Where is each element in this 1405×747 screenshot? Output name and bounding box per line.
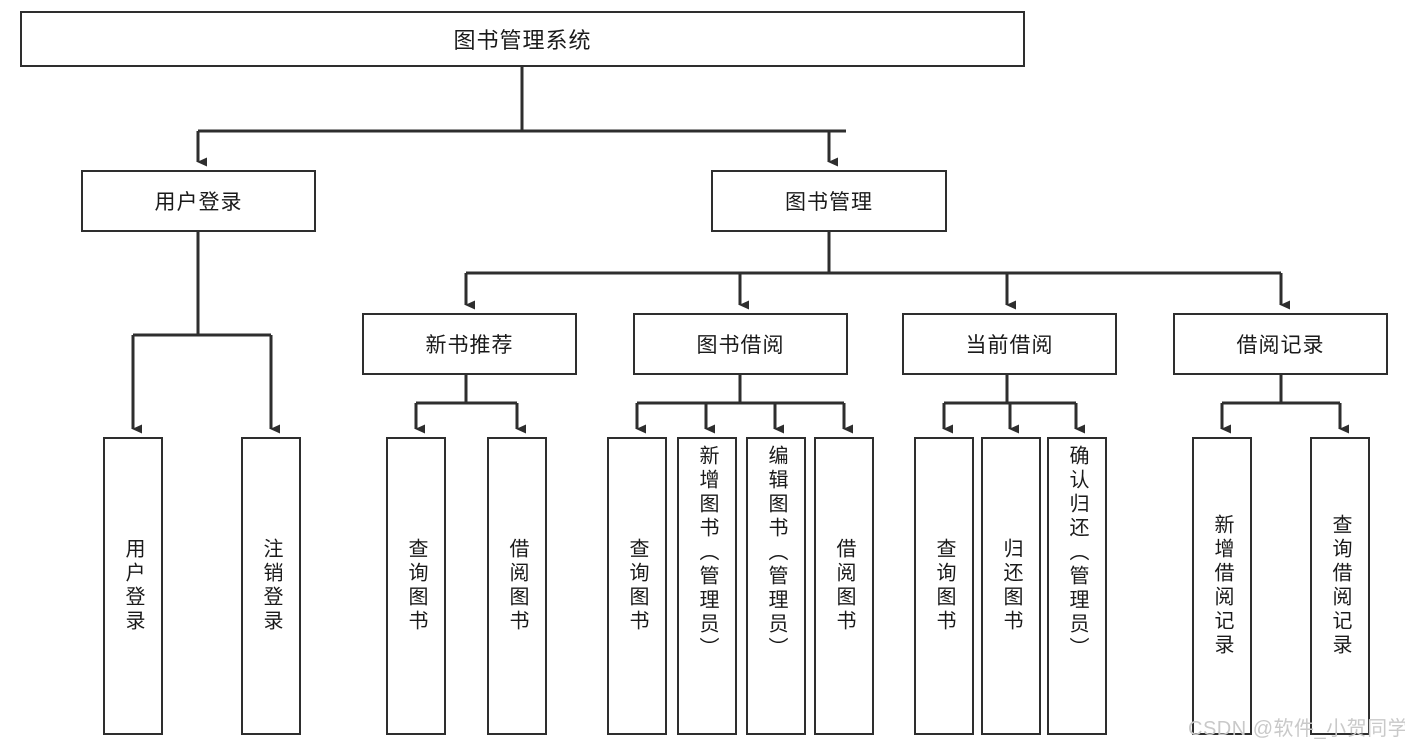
node-label: 查询图书 [933, 538, 955, 634]
node-label: 借阅图书 [506, 538, 528, 634]
leaf-book-borrow-query-book[interactable]: 查询图书 [607, 437, 667, 735]
node-label: 查询图书 [626, 538, 648, 634]
node-book-borrow[interactable]: 图书借阅 [633, 313, 848, 375]
csdn-watermark: CSDN @软件_小贺同学 [1188, 718, 1405, 740]
node-label: 用户登录 [122, 538, 144, 634]
node-label: 新增借阅记录 [1211, 514, 1233, 658]
node-label: 查询借阅记录 [1329, 514, 1351, 658]
node-label: 借阅图书 [833, 538, 855, 634]
node-label: 注销登录 [260, 538, 282, 634]
leaf-new-book-borrow-book[interactable]: 借阅图书 [487, 437, 547, 735]
node-label: 当前借阅 [965, 334, 1054, 357]
leaf-current-borrow-return-book[interactable]: 归还图书 [981, 437, 1041, 735]
node-label: 新增图书（管理员） [696, 445, 718, 661]
node-new-book-recommend[interactable]: 新书推荐 [362, 313, 577, 375]
leaf-book-borrow-add-book-admin[interactable]: 新增图书（管理员） [677, 437, 737, 735]
node-root-book-management-system[interactable]: 图书管理系统 [20, 11, 1025, 67]
node-label: 借阅记录 [1236, 334, 1325, 357]
node-label: 图书管理 [785, 191, 873, 214]
node-label: 归还图书 [1000, 538, 1022, 634]
node-label: 编辑图书（管理员） [765, 445, 787, 661]
node-label: 用户登录 [154, 191, 243, 214]
leaf-user-login-login[interactable]: 用户登录 [103, 437, 163, 735]
leaf-current-borrow-confirm-return-admin[interactable]: 确认归还（管理员） [1047, 437, 1107, 735]
leaf-new-book-query-book[interactable]: 查询图书 [386, 437, 446, 735]
leaf-user-login-logout[interactable]: 注销登录 [241, 437, 301, 735]
node-book-management[interactable]: 图书管理 [711, 170, 947, 232]
leaf-current-borrow-query-book[interactable]: 查询图书 [914, 437, 974, 735]
node-user-login[interactable]: 用户登录 [81, 170, 316, 232]
node-label: 查询图书 [405, 538, 427, 634]
node-label: 确认归还（管理员） [1066, 445, 1088, 661]
leaf-borrow-record-query-record[interactable]: 查询借阅记录 [1310, 437, 1370, 735]
leaf-book-borrow-edit-book-admin[interactable]: 编辑图书（管理员） [746, 437, 806, 735]
leaf-borrow-record-add-record[interactable]: 新增借阅记录 [1192, 437, 1252, 735]
node-borrow-record[interactable]: 借阅记录 [1173, 313, 1388, 375]
node-current-borrow[interactable]: 当前借阅 [902, 313, 1117, 375]
node-label: 新书推荐 [425, 334, 514, 357]
node-label: 图书借阅 [696, 334, 785, 357]
node-label: 图书管理系统 [453, 28, 592, 53]
leaf-book-borrow-borrow-book[interactable]: 借阅图书 [814, 437, 874, 735]
